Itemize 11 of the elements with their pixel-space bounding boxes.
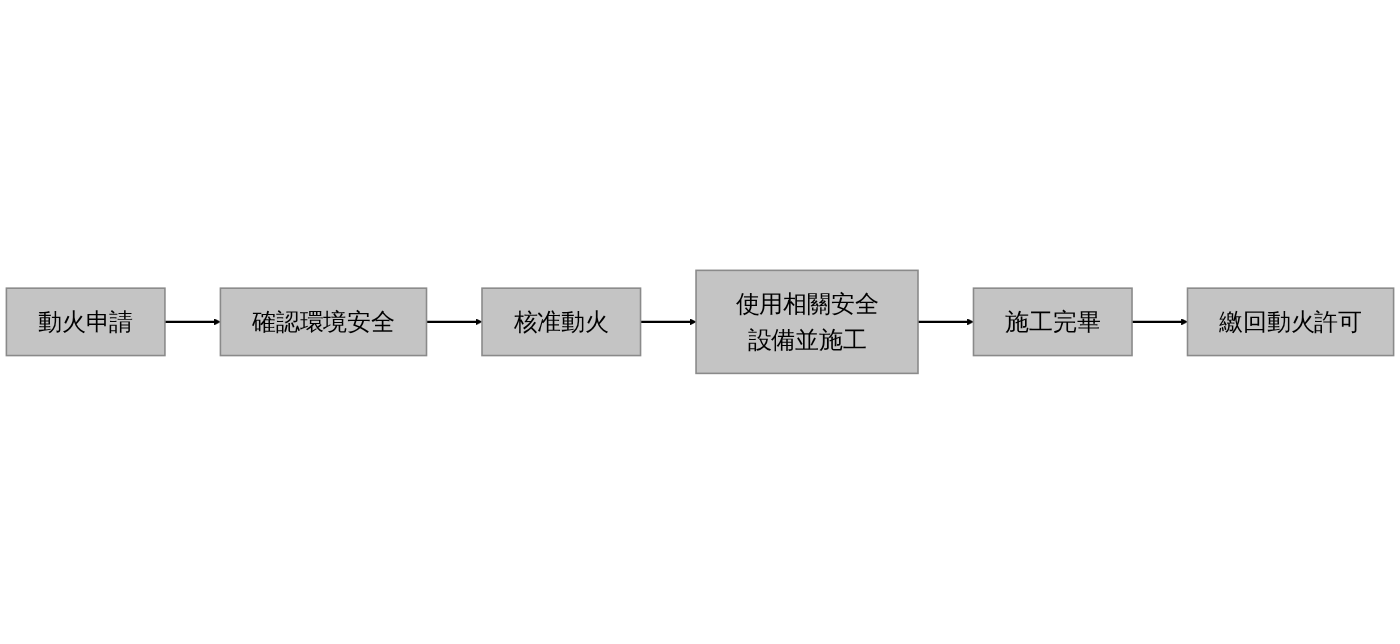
- node-box: 核准動火: [481, 287, 642, 357]
- node-box: 繳回動火許可: [1186, 287, 1395, 357]
- arrow: [640, 318, 697, 326]
- arrow: [164, 318, 221, 326]
- arrow: [426, 318, 483, 326]
- node-box: 確認環境安全: [219, 287, 428, 357]
- node-box: 施工完畢: [972, 287, 1133, 357]
- arrow: [1132, 318, 1188, 326]
- arrow: [918, 318, 974, 326]
- node-box: 使用相關安全設備並施工: [695, 269, 919, 375]
- node-box: 動火申請: [5, 287, 166, 357]
